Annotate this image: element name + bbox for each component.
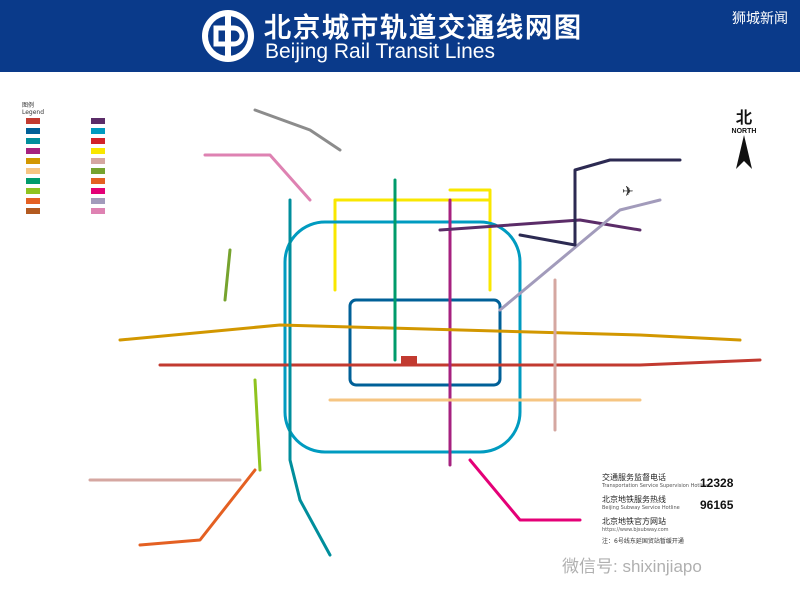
page-title-english: Beijing Rail Transit Lines <box>265 40 495 63</box>
airport-icon: ✈ <box>622 184 634 200</box>
line-6 <box>118 323 742 342</box>
line-airport <box>498 198 662 312</box>
website-url[interactable]: https://www.bjsubway.com <box>602 527 669 533</box>
compass-north-en: NORTH <box>731 128 757 135</box>
hotline-2-number: 96165 <box>700 498 734 512</box>
line-changping <box>203 153 312 202</box>
line-1 <box>158 358 762 367</box>
line-14 <box>88 278 557 482</box>
line-16 <box>223 248 232 302</box>
website: 北京地铁官方网站 https://www.bjsubway.com <box>602 516 669 533</box>
hotline-2: 北京地铁服务热线 Beijing Subway Service Hotline <box>602 494 680 511</box>
hotline-1: 交通服务监督电话 Transportation Service Supervis… <box>602 472 708 489</box>
line-2 <box>348 298 502 387</box>
website-label: 北京地铁官方网站 <box>602 517 666 526</box>
map-note: 注：6号线东延国贸站暂缓开通 <box>602 538 684 545</box>
line-9 <box>253 378 262 472</box>
page-title: 北京城市轨道交通线网图 <box>264 13 583 44</box>
line-4 <box>288 198 302 502</box>
line-10 <box>283 220 522 454</box>
compass: 北 NORTH <box>722 104 766 173</box>
hotline-1-number: 12328 <box>700 476 734 490</box>
line-13 <box>333 188 492 292</box>
legend-title: 图例 <box>22 102 35 109</box>
line-changping-north <box>253 108 342 152</box>
line-15-ne <box>518 158 682 247</box>
tiananmen-marker <box>401 356 417 364</box>
legend-swatches <box>26 118 105 214</box>
hotline-1-label: 交通服务监督电话 <box>602 473 666 482</box>
line-daxing <box>298 498 332 557</box>
hotline-2-sub: Beijing Subway Service Hotline <box>602 505 680 511</box>
line-fangshan <box>138 468 257 547</box>
hotline-1-sub: Transportation Service Supervision Hotli… <box>602 483 709 489</box>
header-bar: 北京城市轨道交通线网图 Beijing Rail Transit Lines 狮… <box>0 0 800 72</box>
hotline-2-label: 北京地铁服务热线 <box>602 495 666 504</box>
beijing-subway-logo-icon <box>202 10 254 62</box>
subway-map: ✈ <box>88 108 762 557</box>
line-yizhuang <box>468 458 582 522</box>
line-15 <box>438 218 642 232</box>
legend: 图例 Legend <box>22 100 172 116</box>
compass-arrow-icon <box>736 135 752 169</box>
legend-title-english: Legend <box>22 109 45 116</box>
source-badge: 狮城新闻 <box>732 11 788 27</box>
compass-north-cn: 北 <box>735 108 752 127</box>
wechat-watermark: 微信号: shixinjiapo <box>562 557 702 576</box>
